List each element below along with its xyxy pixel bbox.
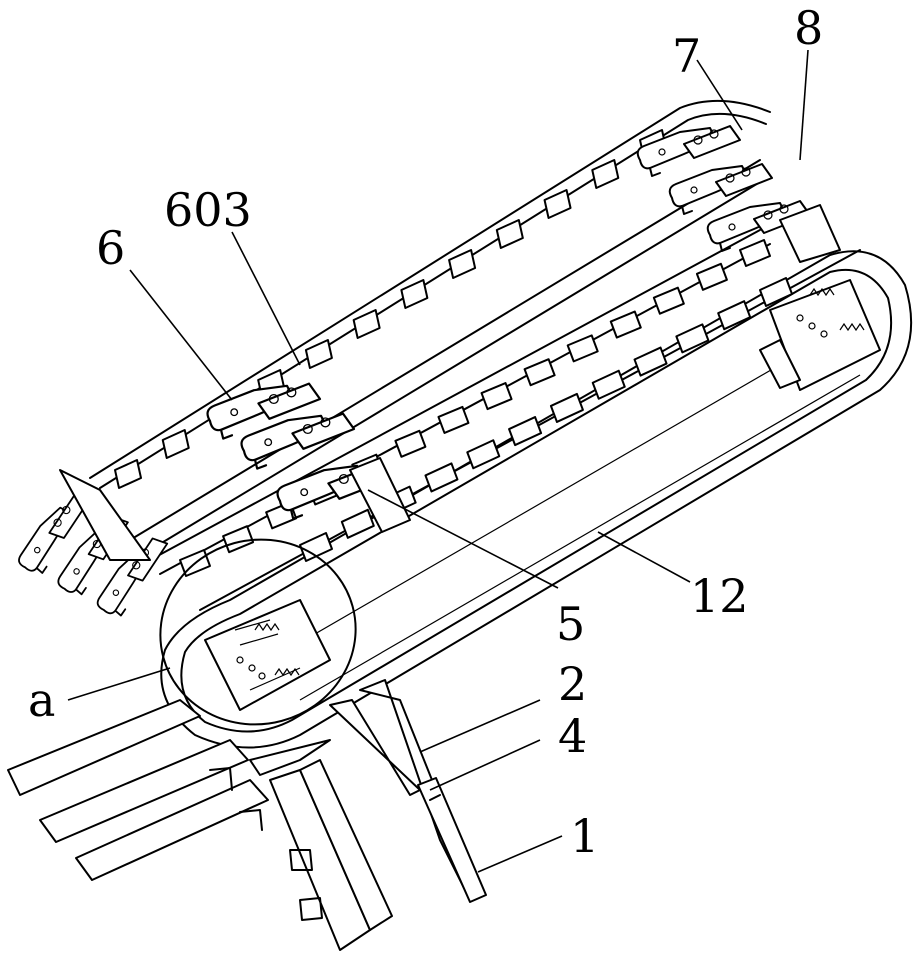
chain-block <box>497 220 523 248</box>
leader-lines <box>68 50 808 872</box>
chain-block <box>306 340 332 368</box>
rail-block <box>438 407 468 433</box>
gripper-tip <box>221 430 232 439</box>
rail-block <box>395 431 425 457</box>
rail-block <box>697 264 727 290</box>
support-column-center <box>250 740 392 950</box>
label-a: a <box>28 673 55 727</box>
label-8: 8 <box>794 1 823 55</box>
chain-block <box>545 190 571 218</box>
chain-block <box>115 460 141 488</box>
chain-block <box>401 280 427 308</box>
label-6: 6 <box>96 221 125 275</box>
chain-block <box>163 430 189 458</box>
rail-block <box>482 383 512 409</box>
label-1: 1 <box>570 809 599 863</box>
deck-plate <box>467 440 499 468</box>
bed-feet-left <box>8 700 268 880</box>
rail-block <box>654 288 684 314</box>
deck-plate <box>342 510 374 538</box>
deck-plate <box>718 301 750 329</box>
rail-block <box>611 312 641 338</box>
label-12: 12 <box>690 569 749 623</box>
label-603: 603 <box>164 183 252 237</box>
rail-block <box>740 240 770 266</box>
label-4: 4 <box>558 709 587 763</box>
label-7: 7 <box>672 29 701 83</box>
gripper-tip <box>650 168 660 176</box>
gripper-group-end <box>6 468 186 646</box>
chain-block <box>449 250 475 278</box>
deck-plate <box>635 348 667 376</box>
deck-plate <box>676 324 708 352</box>
deck-plate <box>509 417 541 445</box>
deck-plate <box>760 278 792 306</box>
label-5: 5 <box>556 597 585 651</box>
rail-block <box>223 526 253 552</box>
chain-block <box>354 310 380 338</box>
rail-block <box>568 335 598 361</box>
chain-block <box>592 160 618 188</box>
deck-plate <box>425 463 457 491</box>
rail-block <box>525 359 555 385</box>
gripper-group-left <box>208 384 410 532</box>
middle-rail <box>150 230 860 610</box>
label-2: 2 <box>558 657 587 711</box>
